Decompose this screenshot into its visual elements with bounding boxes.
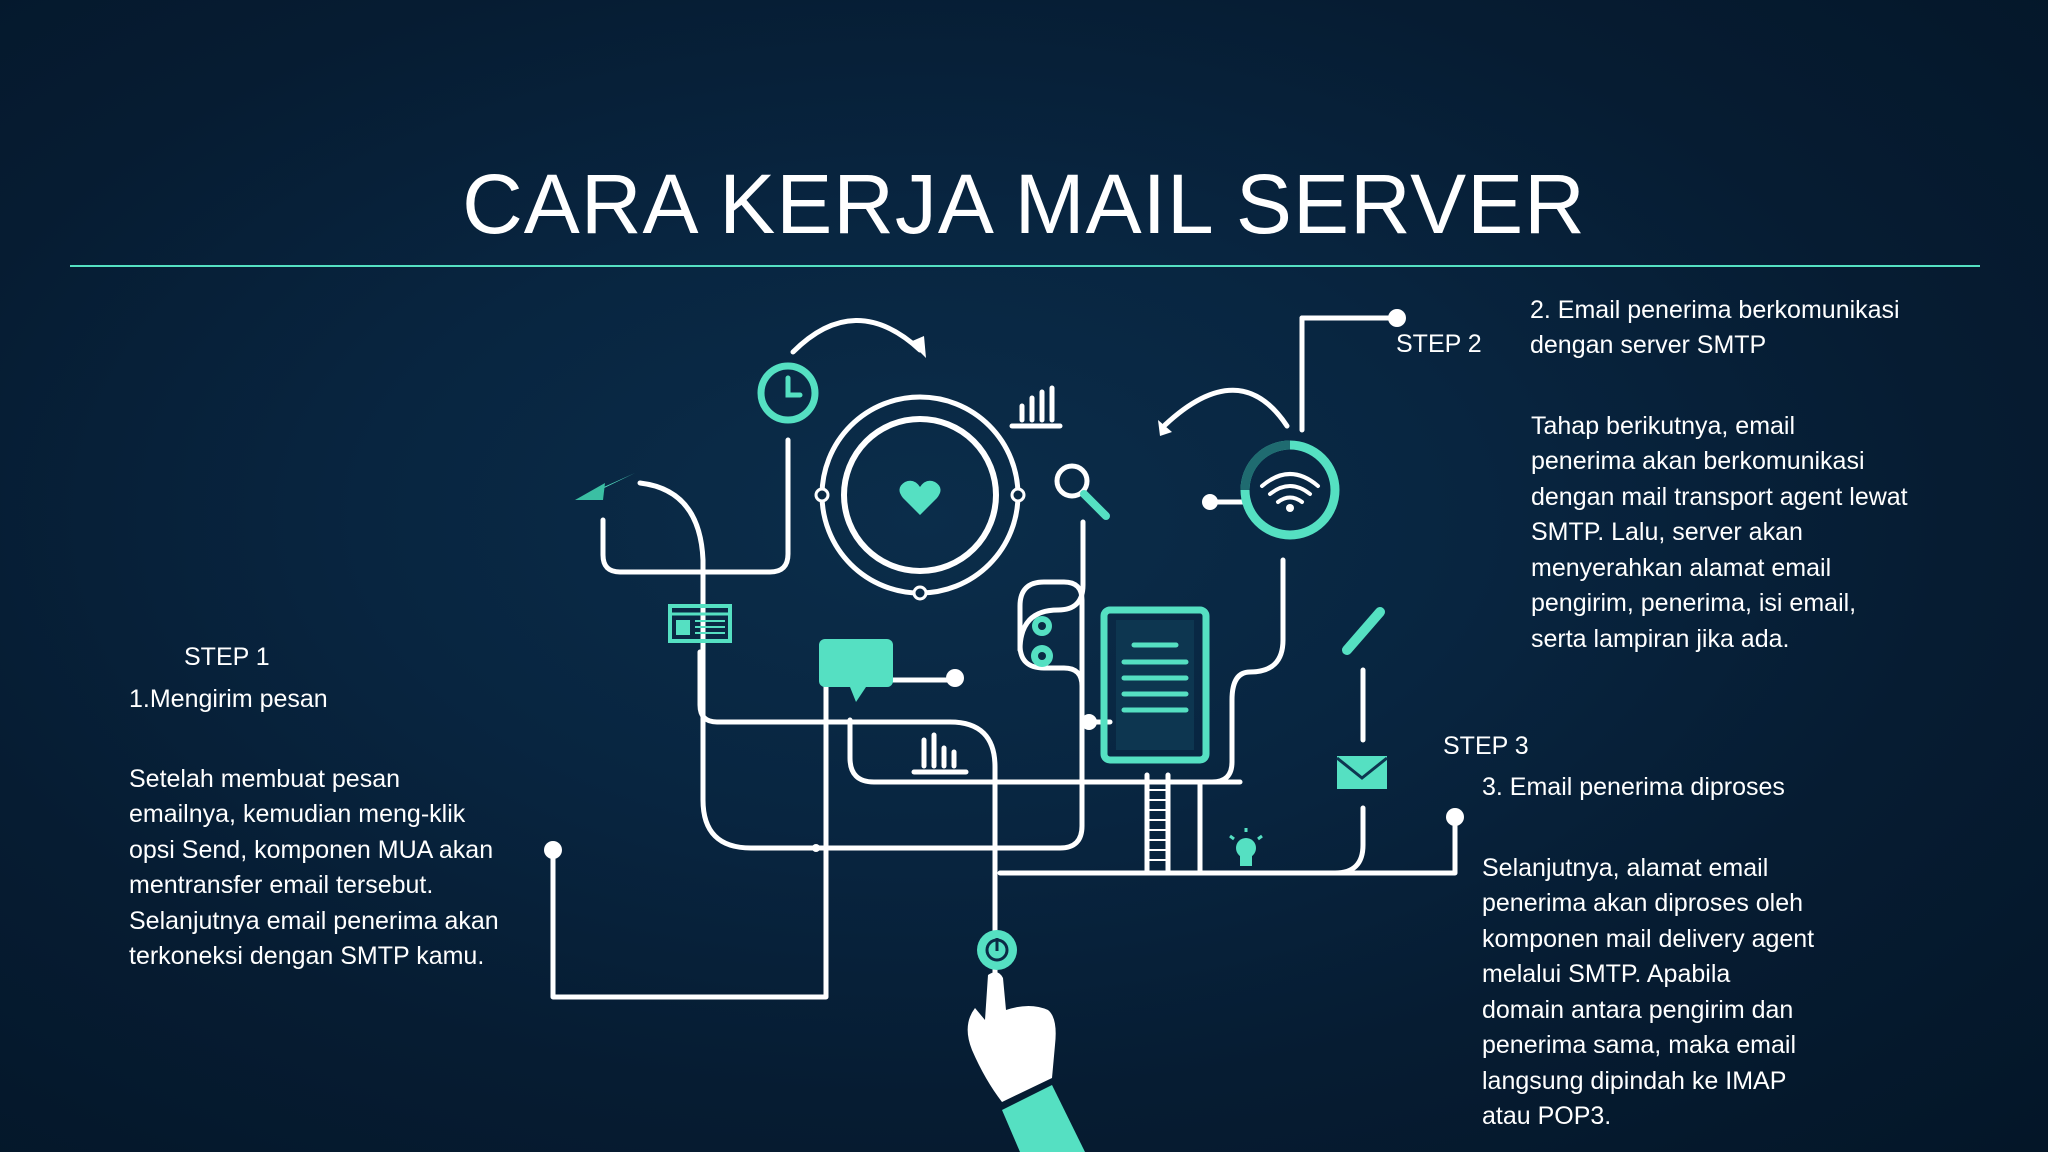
pointing-hand-icon	[967, 972, 1085, 1152]
step2-body-line: menyerahkan alamat email	[1531, 554, 1832, 582]
wifi-icon	[1240, 440, 1340, 540]
step1-body-line: Selanjutnya email penerima akan	[129, 907, 499, 935]
step2-body-line: pengirim, penerima, isi email,	[1531, 589, 1857, 617]
step2-body-line: SMTP. Lalu, server akan	[1531, 518, 1803, 546]
server-ladder	[1147, 789, 1168, 861]
step3-body-line: penerima sama, maka email	[1482, 1031, 1797, 1059]
browser-window-icon	[668, 604, 732, 643]
bar-chart-icon	[911, 732, 969, 775]
endpoint-dots	[544, 309, 1464, 859]
step1-body-line: emailnya, kemudian meng-klik	[129, 800, 466, 828]
step2-body-line: Tahap berikutnya, email	[1531, 412, 1796, 440]
step3-body-line: langsung dipindah ke IMAP	[1482, 1067, 1787, 1095]
step3-heading: 3. Email penerima diproses	[1482, 773, 1785, 801]
step2-heading-line: 2. Email penerima berkomunikasi	[1530, 296, 1900, 324]
power-icon	[977, 930, 1017, 970]
paper-plane-icon	[575, 473, 635, 500]
pencil-icon	[1342, 607, 1385, 655]
slide-title: CARA KERJA MAIL SERVER	[462, 157, 1586, 251]
gear-holes	[1038, 622, 1046, 660]
step3-body-line: domain antara pengirim dan	[1482, 996, 1794, 1024]
step1-heading: 1.Mengirim pesan	[129, 685, 328, 713]
step2-body-line: penerima akan berkomunikasi	[1531, 447, 1865, 475]
magnifier-icon	[1054, 463, 1110, 520]
bar-chart-icon	[1009, 385, 1063, 429]
arrow-heads	[910, 336, 1172, 436]
heart-icon	[814, 394, 1026, 601]
step2-body-line: dengan mail transport agent lewat	[1531, 483, 1908, 511]
connector-lines	[550, 315, 1458, 1003]
lightbulb-icon	[1229, 828, 1263, 866]
step1-body-line: opsi Send, komponen MUA akan	[129, 836, 494, 864]
step3-body-line: komponen mail delivery agent	[1482, 925, 1815, 953]
step1-body-line: mentransfer email tersebut.	[129, 871, 434, 899]
envelope-icon	[1336, 756, 1388, 789]
step1-label: STEP 1	[184, 643, 270, 671]
step3-body-line: Selanjutnya, alamat email	[1482, 854, 1769, 882]
step2-body-line: serta lampiran jika ada.	[1531, 625, 1790, 653]
step2-heading-line: dengan server SMTP	[1530, 331, 1767, 359]
step3-body-line: atau POP3.	[1482, 1102, 1612, 1130]
cycle-arrows	[790, 318, 1290, 429]
step1-body-line: Setelah membuat pesan	[129, 765, 401, 793]
step3-label: STEP 3	[1443, 732, 1529, 760]
document-icon	[1100, 606, 1210, 764]
clock-icon	[757, 362, 819, 424]
step2-label: STEP 2	[1396, 330, 1482, 358]
step3-body-line: melalui SMTP. Apabila	[1482, 960, 1731, 988]
step3-body-line: penerima akan diproses oleh	[1482, 889, 1804, 917]
chat-bubble-icon	[819, 639, 893, 702]
step1-body-line: terkoneksi dengan SMTP kamu.	[129, 942, 485, 970]
title-divider	[70, 265, 1980, 267]
